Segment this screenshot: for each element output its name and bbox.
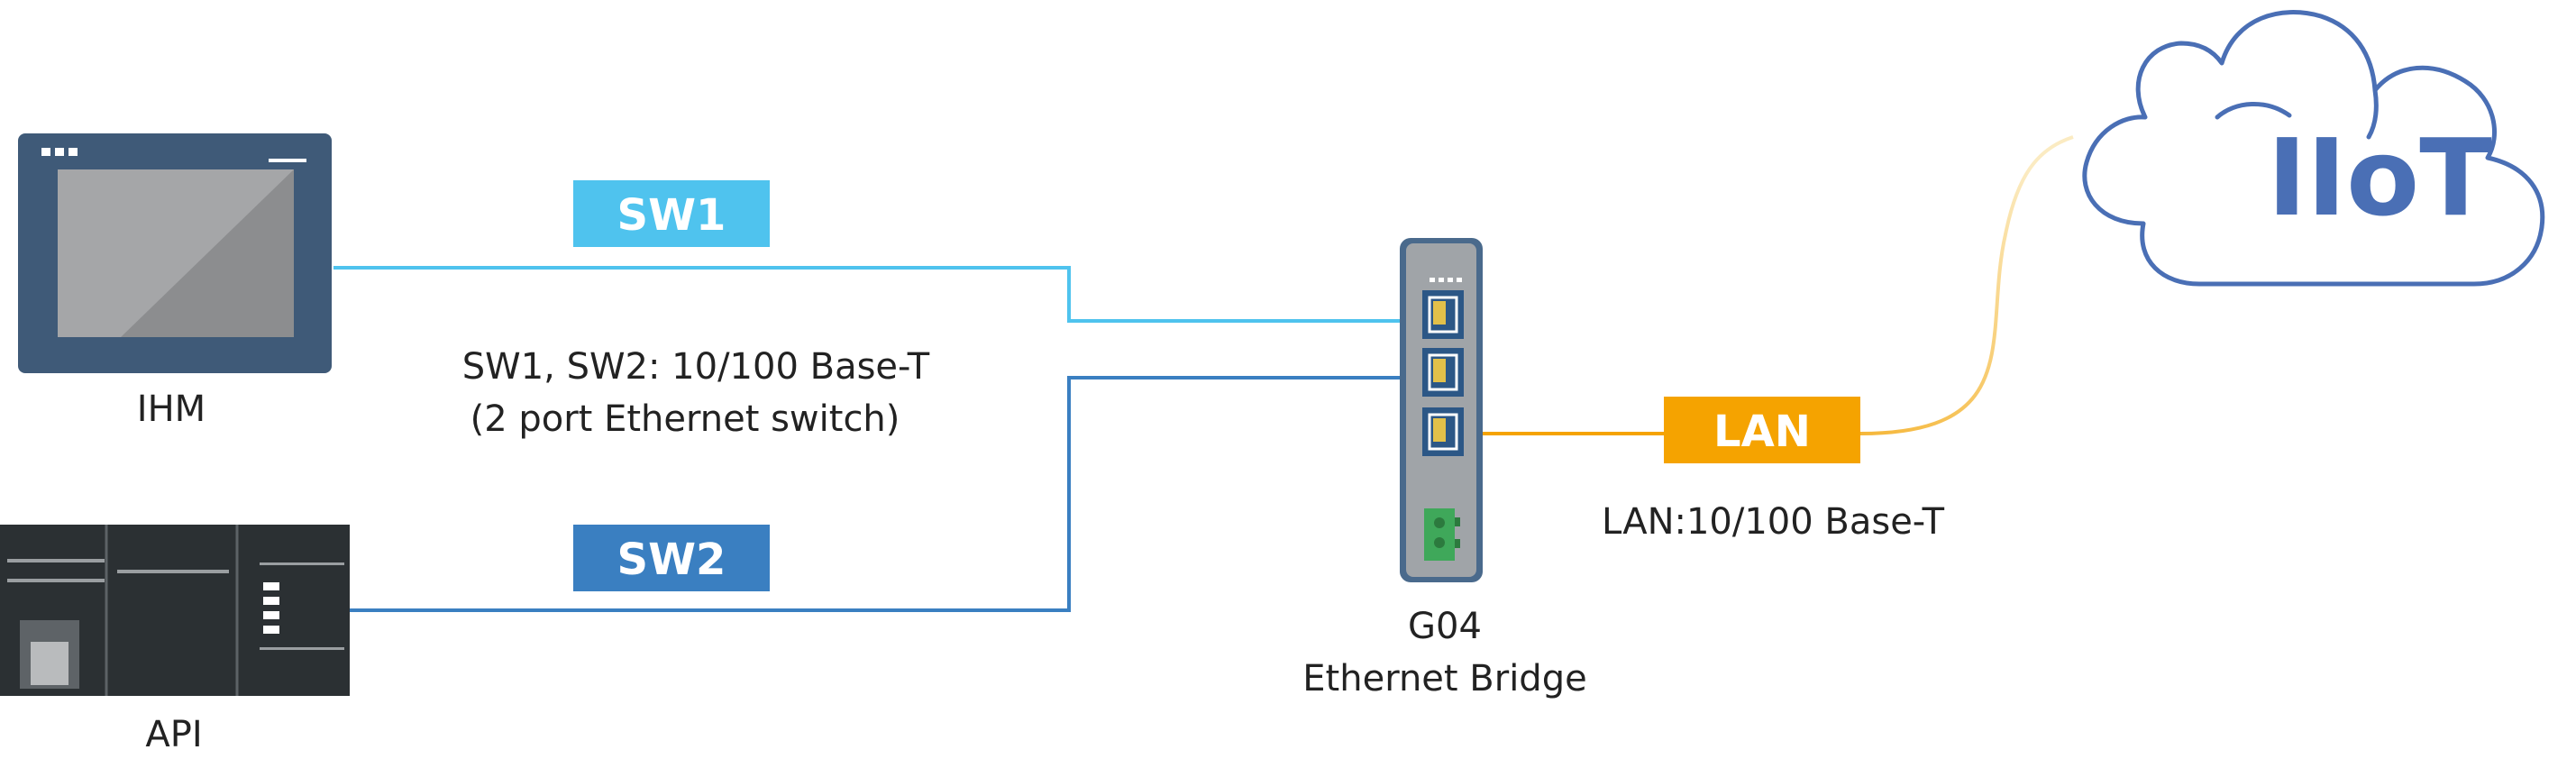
switch-spec-line2: (2 port Ethernet switch) (470, 398, 900, 440)
bridge-label-line2: Ethernet Bridge (1302, 658, 1586, 700)
lan-to-cloud-cable (1859, 135, 2074, 435)
lan-tag-label: LAN (1713, 407, 1811, 457)
sw1-tag: SW1 (573, 180, 770, 247)
lan-spec: LAN:10/100 Base-T (1602, 501, 1945, 543)
sw1-cable (333, 266, 1424, 323)
sw2-tag: SW2 (573, 525, 770, 591)
bridge-label-line1: G04 (1408, 606, 1482, 647)
power-terminal-icon (1424, 508, 1460, 561)
ethernet-port-icon (1422, 348, 1464, 397)
ethernet-port-icon (1422, 290, 1464, 339)
touch-panel-icon (18, 133, 332, 373)
plc-label: API (145, 714, 202, 755)
cloud-label: IIoT (2267, 115, 2491, 240)
sw2-tag-label: SW2 (617, 535, 726, 585)
sw1-tag-label: SW1 (617, 190, 726, 241)
plc-icon (0, 525, 350, 696)
switch-spec-line1: SW1, SW2: 10/100 Base-T (462, 346, 930, 388)
ethernet-port-icon (1422, 407, 1464, 456)
hmi-label: IHM (137, 389, 206, 430)
sw2-cable (350, 376, 1424, 612)
lan-tag: LAN (1664, 397, 1860, 463)
din-rail-bridge-icon (1400, 238, 1483, 582)
cloud-icon (2082, 10, 2545, 287)
